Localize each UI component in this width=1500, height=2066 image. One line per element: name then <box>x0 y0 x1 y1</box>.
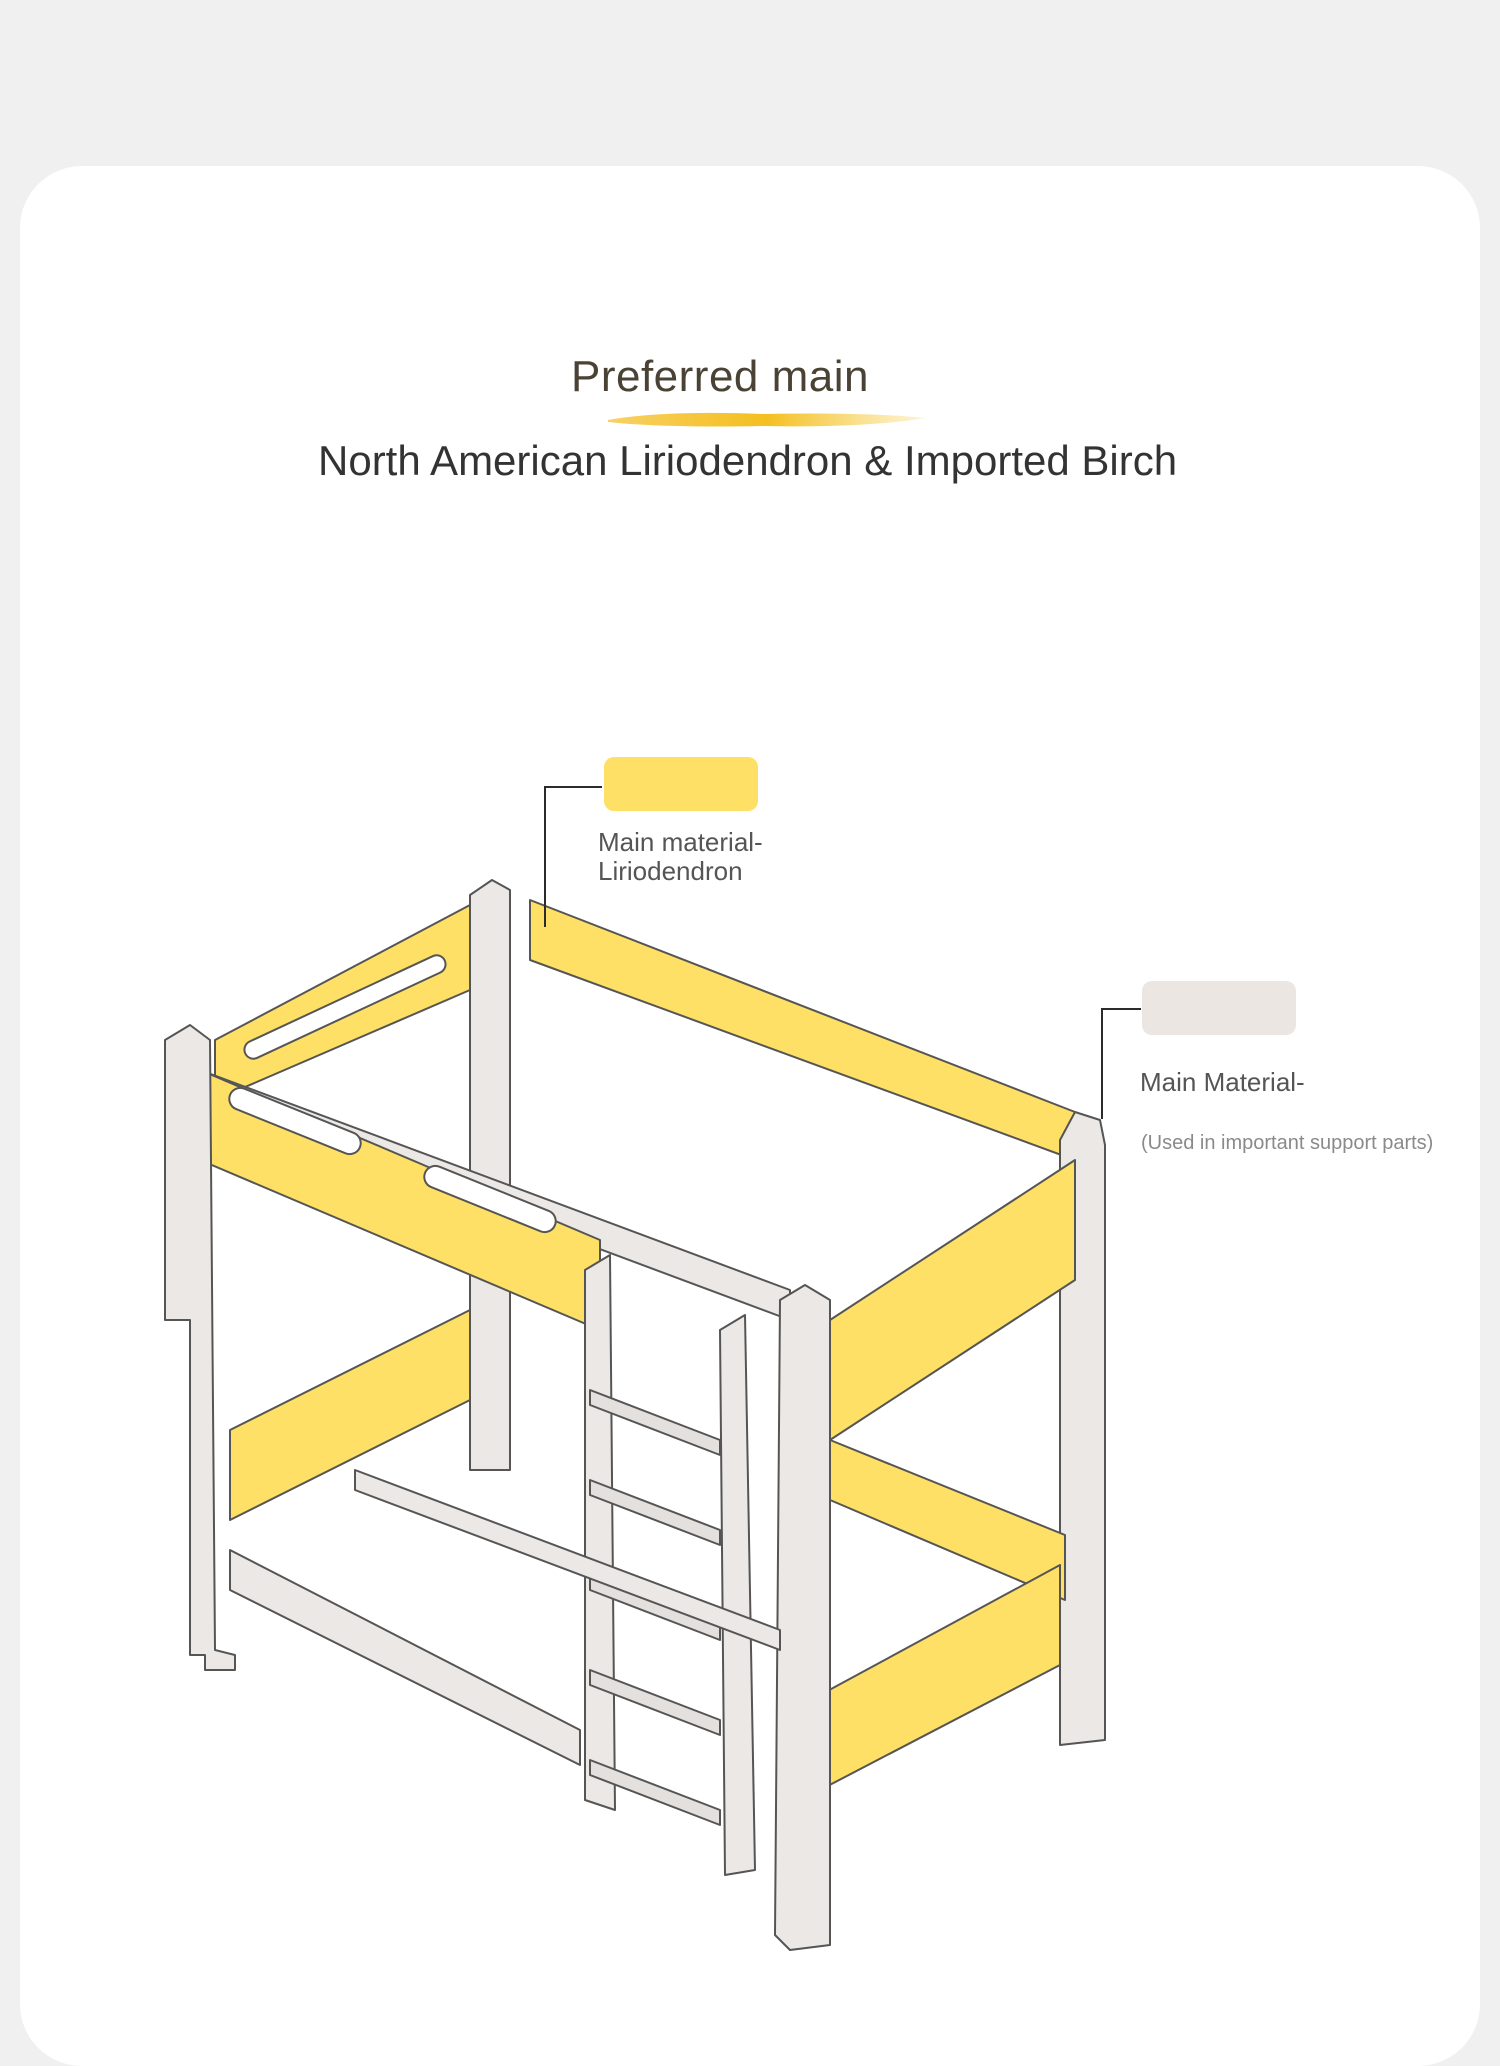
ladder-left-rail <box>584 1254 616 1811</box>
callout-leader-vertical-1 <box>544 787 546 927</box>
lower-back-rail <box>354 1469 781 1651</box>
top-back-rail-panel <box>529 899 1076 1161</box>
ladder-right-rail <box>719 1314 756 1876</box>
front-right-post <box>774 1284 831 1951</box>
callout-label-1-line1: Main material- <box>598 827 763 857</box>
callout-note-2: (Used in important support parts) <box>1141 1132 1434 1154</box>
top-front-right-panel <box>829 1159 1076 1441</box>
brush-stroke-decoration <box>608 412 926 427</box>
lower-end-panel <box>829 1439 1066 1601</box>
birch-swatch <box>1142 981 1296 1035</box>
lower-front-right-panel <box>819 1564 1061 1791</box>
material-subtitle: North American Liriodendron & Imported B… <box>318 437 1178 484</box>
liriodendron-swatch <box>604 757 758 811</box>
lower-front-rail <box>229 1549 581 1766</box>
callout-label-1-line2: Liriodendron <box>598 856 743 886</box>
callout-label-2: Main Material- <box>1140 1067 1305 1097</box>
front-left-post <box>164 1024 236 1671</box>
callout-leader-horizontal-2 <box>1101 1008 1141 1010</box>
callout-label-1: Main material- Liriodendron <box>598 828 763 886</box>
section-heading: Preferred main <box>570 352 869 401</box>
callout-leader-vertical-2 <box>1101 1009 1103 1119</box>
lower-left-panel <box>229 1309 471 1521</box>
callout-leader-horizontal-1 <box>544 786 602 788</box>
